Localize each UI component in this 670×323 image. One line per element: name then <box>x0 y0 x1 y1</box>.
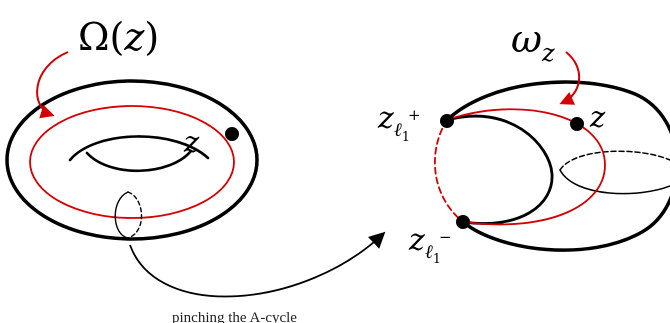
omega-z-pointer-arrow <box>559 51 581 105</box>
torus-hole-upper <box>68 135 210 162</box>
left-torus: z Ω(z) <box>5 15 259 241</box>
node-plus-base: z <box>377 101 394 136</box>
handle-cross-section-front <box>559 169 670 195</box>
node-plus-sup: + <box>408 106 421 124</box>
omega-var: z <box>123 15 145 59</box>
surface-point-z <box>570 117 584 131</box>
torus-point-z-label: z <box>183 125 200 159</box>
pinched-red-segment <box>434 119 464 223</box>
node-plus-sub: ℓ <box>394 119 402 141</box>
pinching-transition: pinching the A-cycle <box>129 231 386 323</box>
node-minus-sub: ℓ <box>425 241 433 263</box>
node-plus-label: zℓ1 + <box>377 101 421 145</box>
pinching-caption: pinching the A-cycle <box>172 310 297 323</box>
omega-of-z-label: Ω(z) <box>78 15 159 59</box>
surface-red-path <box>446 108 606 226</box>
omega-paren-open: ( <box>110 15 125 59</box>
omega-z-letter: ω <box>511 17 542 61</box>
node-plus <box>440 114 454 128</box>
surface-point-z-label: z <box>589 100 606 134</box>
torus-point-z <box>225 127 239 141</box>
torus-outer-boundary <box>5 79 259 241</box>
node-minus-label: zℓ1 − <box>408 223 452 267</box>
node-plus-subsub: 1 <box>402 130 410 145</box>
omega-cap-letter: Ω <box>78 15 110 59</box>
node-minus-sup: − <box>439 228 452 246</box>
a-cycle-front <box>114 191 129 239</box>
surface-inner-curve <box>445 114 554 225</box>
node-minus-base: z <box>408 223 425 258</box>
node-minus <box>456 215 470 229</box>
torus-red-loop <box>29 105 235 219</box>
omega-z-label: ωz <box>511 17 555 67</box>
torus-hole-lower <box>85 149 193 173</box>
a-cycle-back <box>127 191 143 239</box>
omega-pointer-arrow <box>36 51 69 119</box>
omega-z-subscript: z <box>541 39 555 67</box>
pinching-arrow <box>129 231 386 298</box>
surface-outer-boundary <box>445 80 670 252</box>
handle-cross-section-back <box>559 150 670 171</box>
node-minus-subsub: 1 <box>433 252 441 267</box>
omega-paren-close: ) <box>144 15 159 59</box>
right-surface: z ωz zℓ1+ zℓ1− <box>377 17 670 267</box>
